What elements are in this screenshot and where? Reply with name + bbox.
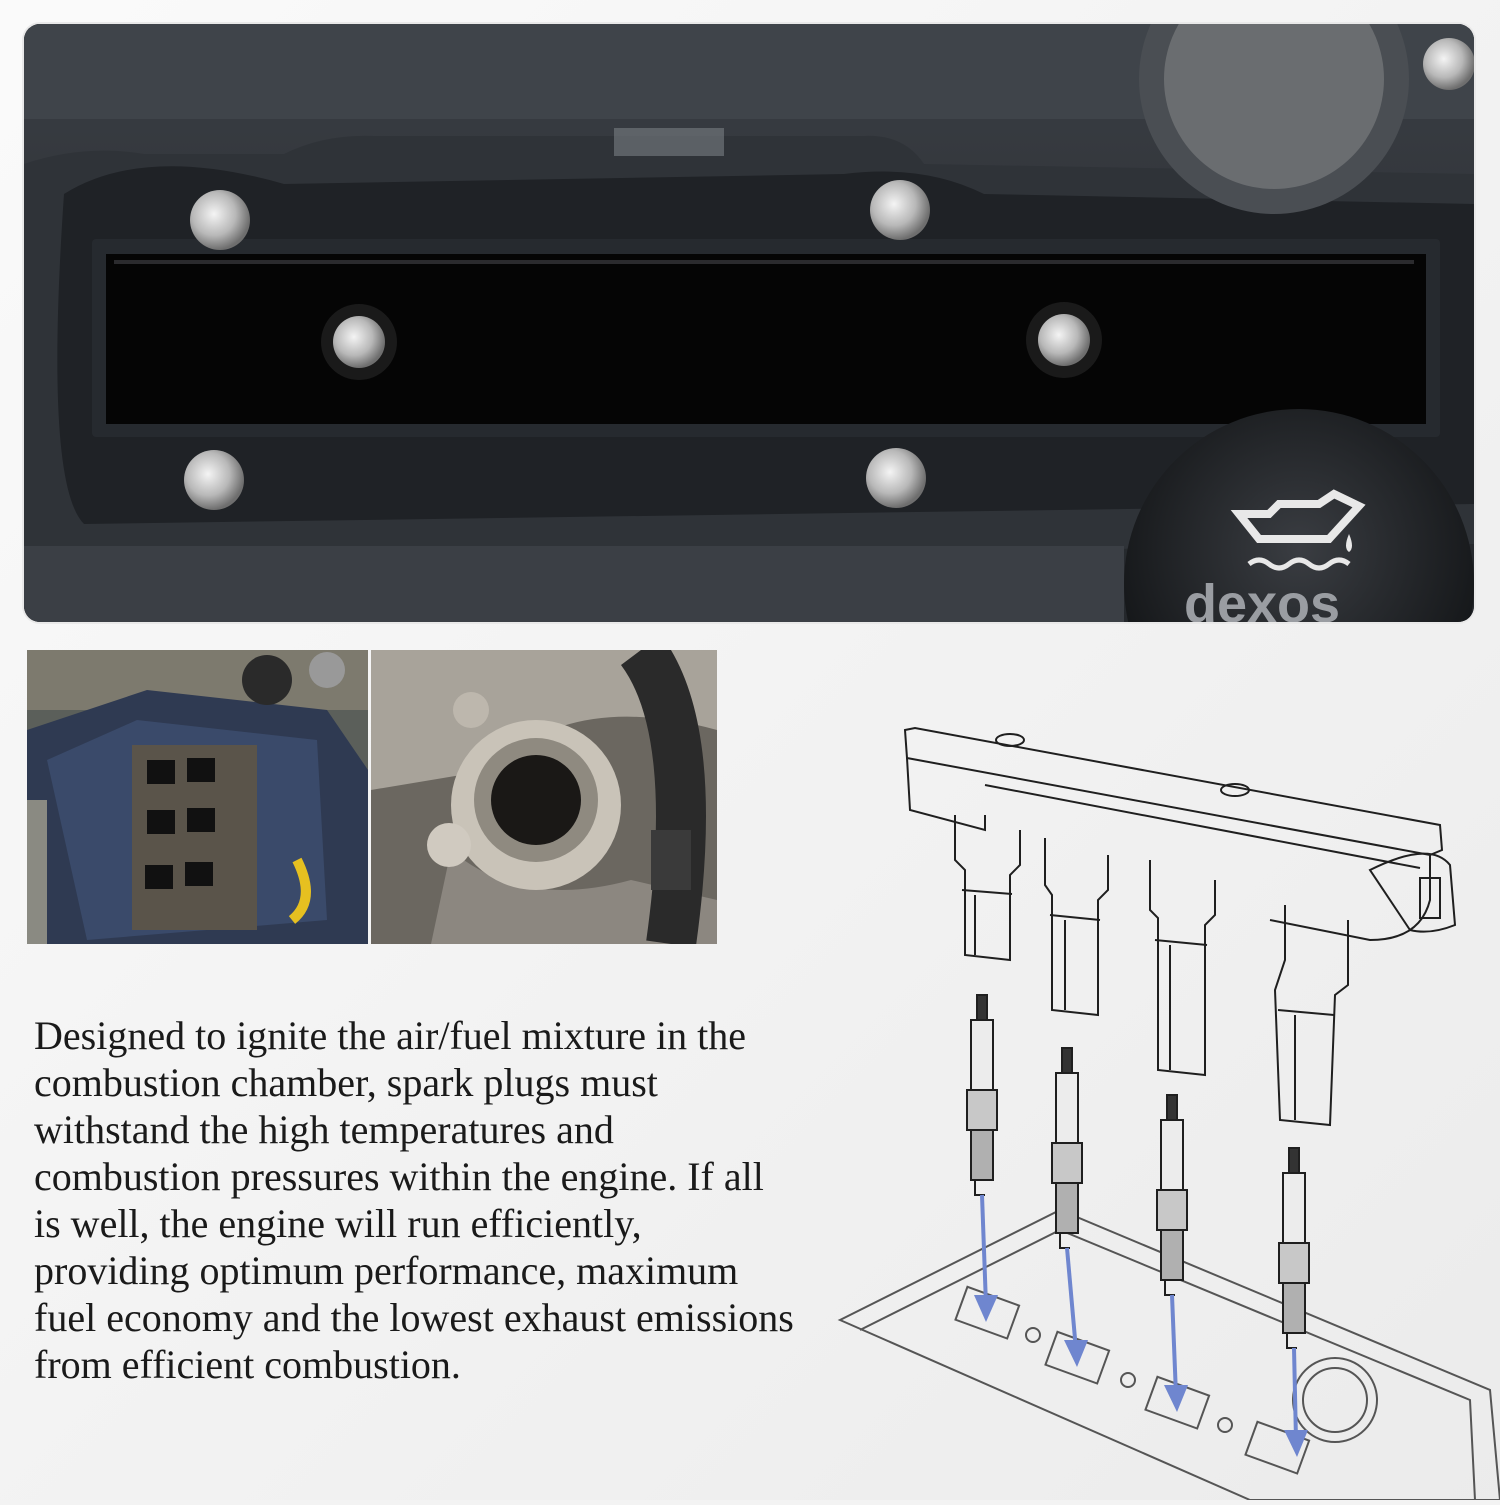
coil-boot-1 — [954, 815, 1021, 962]
spark-plug-3 — [1156, 1094, 1188, 1296]
thumbnail-spark-plug-well — [371, 650, 717, 944]
valve-cover-outline — [837, 1208, 1500, 1501]
spark-plug-well-illustration — [371, 650, 717, 944]
spark-plug-4 — [1278, 1147, 1310, 1349]
spark-plug-1 — [966, 994, 998, 1196]
coil-boot-3 — [1149, 860, 1216, 1077]
coil-boot-2 — [1044, 838, 1109, 1017]
insertion-arrows — [974, 1194, 1308, 1457]
oil-can-icon — [1230, 489, 1366, 571]
engine-bay-illustration — [27, 650, 368, 944]
oil-cap-logo-text: dexos — [1184, 574, 1340, 622]
spark-plug-2 — [1051, 1047, 1083, 1249]
coil-pack-outline — [903, 726, 1457, 1127]
coil-boot-4 — [1273, 905, 1349, 1127]
hero-coil-pack-photo: dexos — [24, 24, 1474, 622]
product-description: Designed to ignite the air/fuel mixture … — [34, 1013, 794, 1387]
thumbnail-engine-bay — [27, 650, 368, 944]
hero-illustration: dexos — [24, 24, 1474, 622]
coil-pack-spark-plug-diagram — [730, 690, 1500, 1501]
